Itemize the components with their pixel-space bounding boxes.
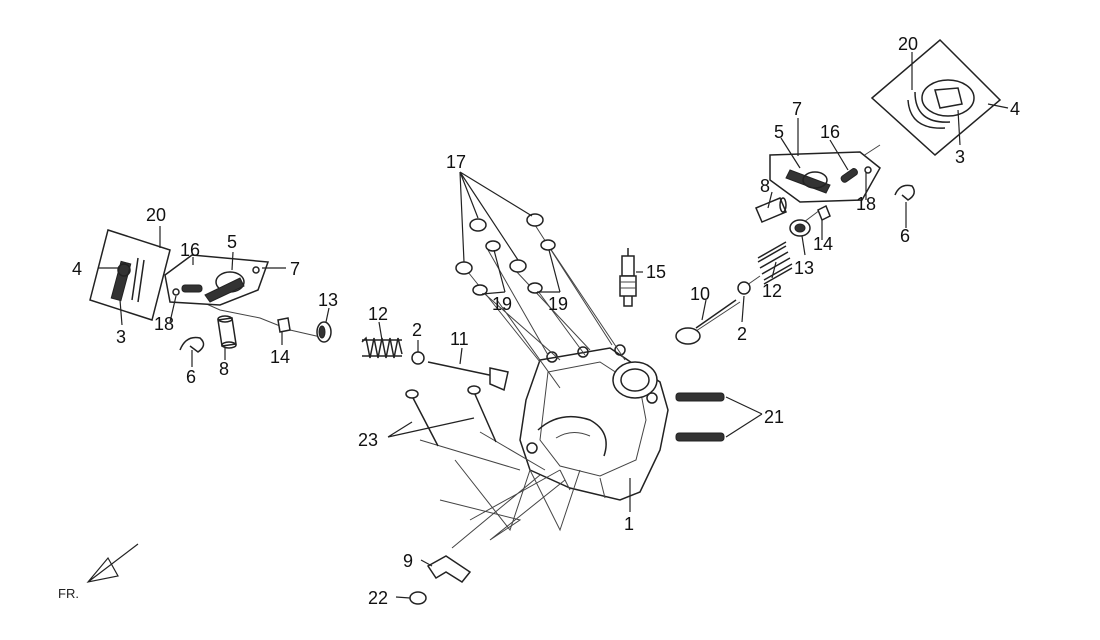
head-bolts <box>405 385 497 447</box>
spring-retainer-left <box>316 321 332 343</box>
callout-13-left: 13 <box>318 290 338 310</box>
leader-lines <box>98 52 1009 599</box>
callout-12-left: 12 <box>368 304 388 324</box>
camshaft-assembly-left <box>89 229 171 321</box>
valve-seal-left <box>411 351 425 365</box>
callout-14-right: 14 <box>813 234 833 254</box>
callout-5-left: 5 <box>227 232 237 252</box>
bolt-22 <box>409 591 427 605</box>
exhaust-valve <box>427 361 509 392</box>
callout-4-left: 4 <box>72 259 82 279</box>
callout-14-left: 14 <box>270 347 290 367</box>
cap-nuts <box>455 213 544 275</box>
intake-valve <box>675 299 737 345</box>
callout-17: 17 <box>446 152 466 172</box>
assembly-lines <box>174 144 881 549</box>
callout-2-left: 2 <box>412 320 422 340</box>
valve-spring-right <box>757 241 793 285</box>
callout-3-right: 3 <box>955 147 965 167</box>
clip-left <box>179 336 205 353</box>
callout-4-right: 4 <box>1010 99 1020 119</box>
pin-left <box>217 315 237 349</box>
callout-16-right: 16 <box>820 122 840 142</box>
callout-23: 23 <box>358 430 378 450</box>
callout-5-right: 5 <box>774 122 784 142</box>
callout-8-right: 8 <box>760 176 770 196</box>
callout-18-right: 18 <box>856 194 876 214</box>
cylinder-head <box>519 344 669 501</box>
spring-retainer-right <box>789 219 811 237</box>
valve-spring-left <box>361 336 403 359</box>
callout-8-left: 8 <box>219 359 229 379</box>
callout-3-left: 3 <box>116 327 126 347</box>
spark-plug <box>619 248 637 307</box>
clip-right <box>894 184 915 201</box>
callout-16-left: 16 <box>180 240 200 260</box>
callout-7-right: 7 <box>792 99 802 119</box>
front-direction-arrow <box>86 543 139 583</box>
callout-1: 1 <box>624 514 634 534</box>
callout-15: 15 <box>646 262 666 282</box>
callout-13-right: 13 <box>794 258 814 278</box>
bracket <box>426 555 472 583</box>
callout-7-left: 7 <box>290 259 300 279</box>
callout-12-right: 12 <box>762 281 782 301</box>
callout-11: 11 <box>450 329 469 349</box>
callout-20-right: 20 <box>898 34 918 54</box>
pin-right <box>755 197 787 223</box>
callout-2-right: 2 <box>737 324 747 344</box>
camshaft-assembly-right <box>870 38 1002 156</box>
callout-20-left: 20 <box>146 205 166 225</box>
valve-seal-right <box>737 281 751 295</box>
valve-keeper-left <box>277 317 291 333</box>
callout-19-right: 19 <box>548 294 568 314</box>
callout-9: 9 <box>403 551 413 571</box>
rocker-arm-bracket-left <box>164 254 270 306</box>
front-direction-label: FR. <box>58 586 79 601</box>
washers <box>472 239 556 296</box>
callout-6-left: 6 <box>186 367 196 387</box>
studs <box>675 392 725 442</box>
callout-19-left: 19 <box>492 294 512 314</box>
callout-10: 10 <box>690 284 710 304</box>
callout-6-right: 6 <box>900 226 910 246</box>
callout-18-left: 18 <box>154 314 174 334</box>
callout-labels: 1 2 2 3 3 4 4 5 5 6 6 7 7 8 8 9 10 11 12… <box>58 34 1020 608</box>
callout-21: 21 <box>764 407 784 427</box>
valve-keeper-right <box>817 204 831 222</box>
callout-22: 22 <box>368 588 388 608</box>
